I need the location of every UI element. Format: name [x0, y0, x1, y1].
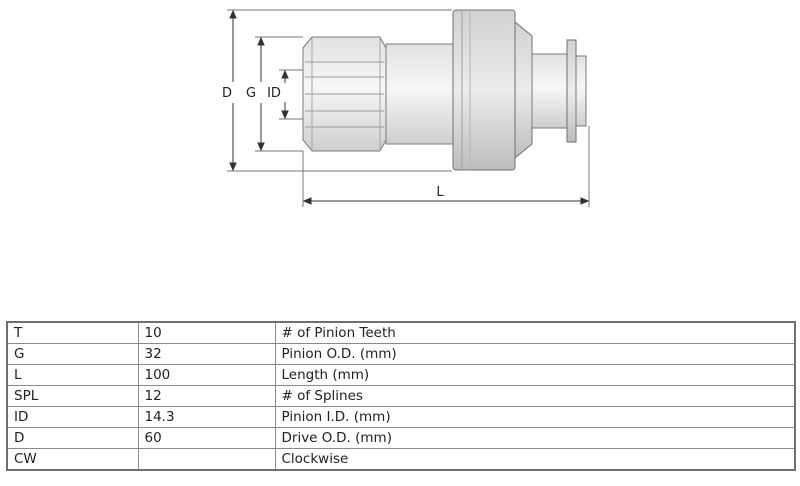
spec-description: Clockwise [274, 448, 796, 471]
spec-description: Pinion O.D. (mm) [274, 343, 796, 365]
dimension-g [255, 36, 303, 152]
spec-value: 100 [137, 364, 276, 386]
table-row: SPL 12 # of Splines [6, 385, 796, 407]
spec-code: G [6, 343, 139, 365]
spec-value: 10 [137, 321, 276, 344]
drive-shaft [385, 43, 455, 145]
spec-code: SPL [6, 385, 139, 407]
drive-collar [531, 39, 587, 143]
dimension-id [279, 69, 303, 120]
spec-code: L [6, 364, 139, 386]
table-row: L 100 Length (mm) [6, 364, 796, 386]
pinion-gear [302, 36, 387, 152]
spec-code: T [6, 321, 139, 344]
spec-value: 60 [137, 427, 276, 449]
spec-value: 32 [137, 343, 276, 365]
dimension-label-d: D [222, 86, 232, 101]
spec-description: # of Pinion Teeth [274, 321, 796, 344]
spec-description: # of Splines [274, 385, 796, 407]
spec-value: 14.3 [137, 406, 276, 428]
table-row: ID 14.3 Pinion I.D. (mm) [6, 406, 796, 428]
clutch-housing [452, 9, 533, 171]
spec-value: 12 [137, 385, 276, 407]
dimension-label-g: G [246, 86, 256, 101]
starter-drive-diagram: D G ID L [222, 9, 590, 207]
dimension-l [302, 126, 590, 207]
spec-value [137, 448, 276, 471]
dimension-label-l: L [436, 185, 444, 200]
spec-description: Pinion I.D. (mm) [274, 406, 796, 428]
spec-code: CW [6, 448, 139, 471]
table-row: G 32 Pinion O.D. (mm) [6, 343, 796, 365]
table-row: CW Clockwise [6, 448, 796, 471]
spec-description: Drive O.D. (mm) [274, 427, 796, 449]
table-row: T 10 # of Pinion Teeth [6, 321, 796, 344]
spec-description: Length (mm) [274, 364, 796, 386]
spec-code: ID [6, 406, 139, 428]
table-row: D 60 Drive O.D. (mm) [6, 427, 796, 449]
spec-code: D [6, 427, 139, 449]
dimension-d [227, 9, 452, 172]
spec-table: T 10 # of Pinion Teeth G 32 Pinion O.D. … [6, 321, 796, 471]
dimension-label-id: ID [267, 86, 281, 101]
